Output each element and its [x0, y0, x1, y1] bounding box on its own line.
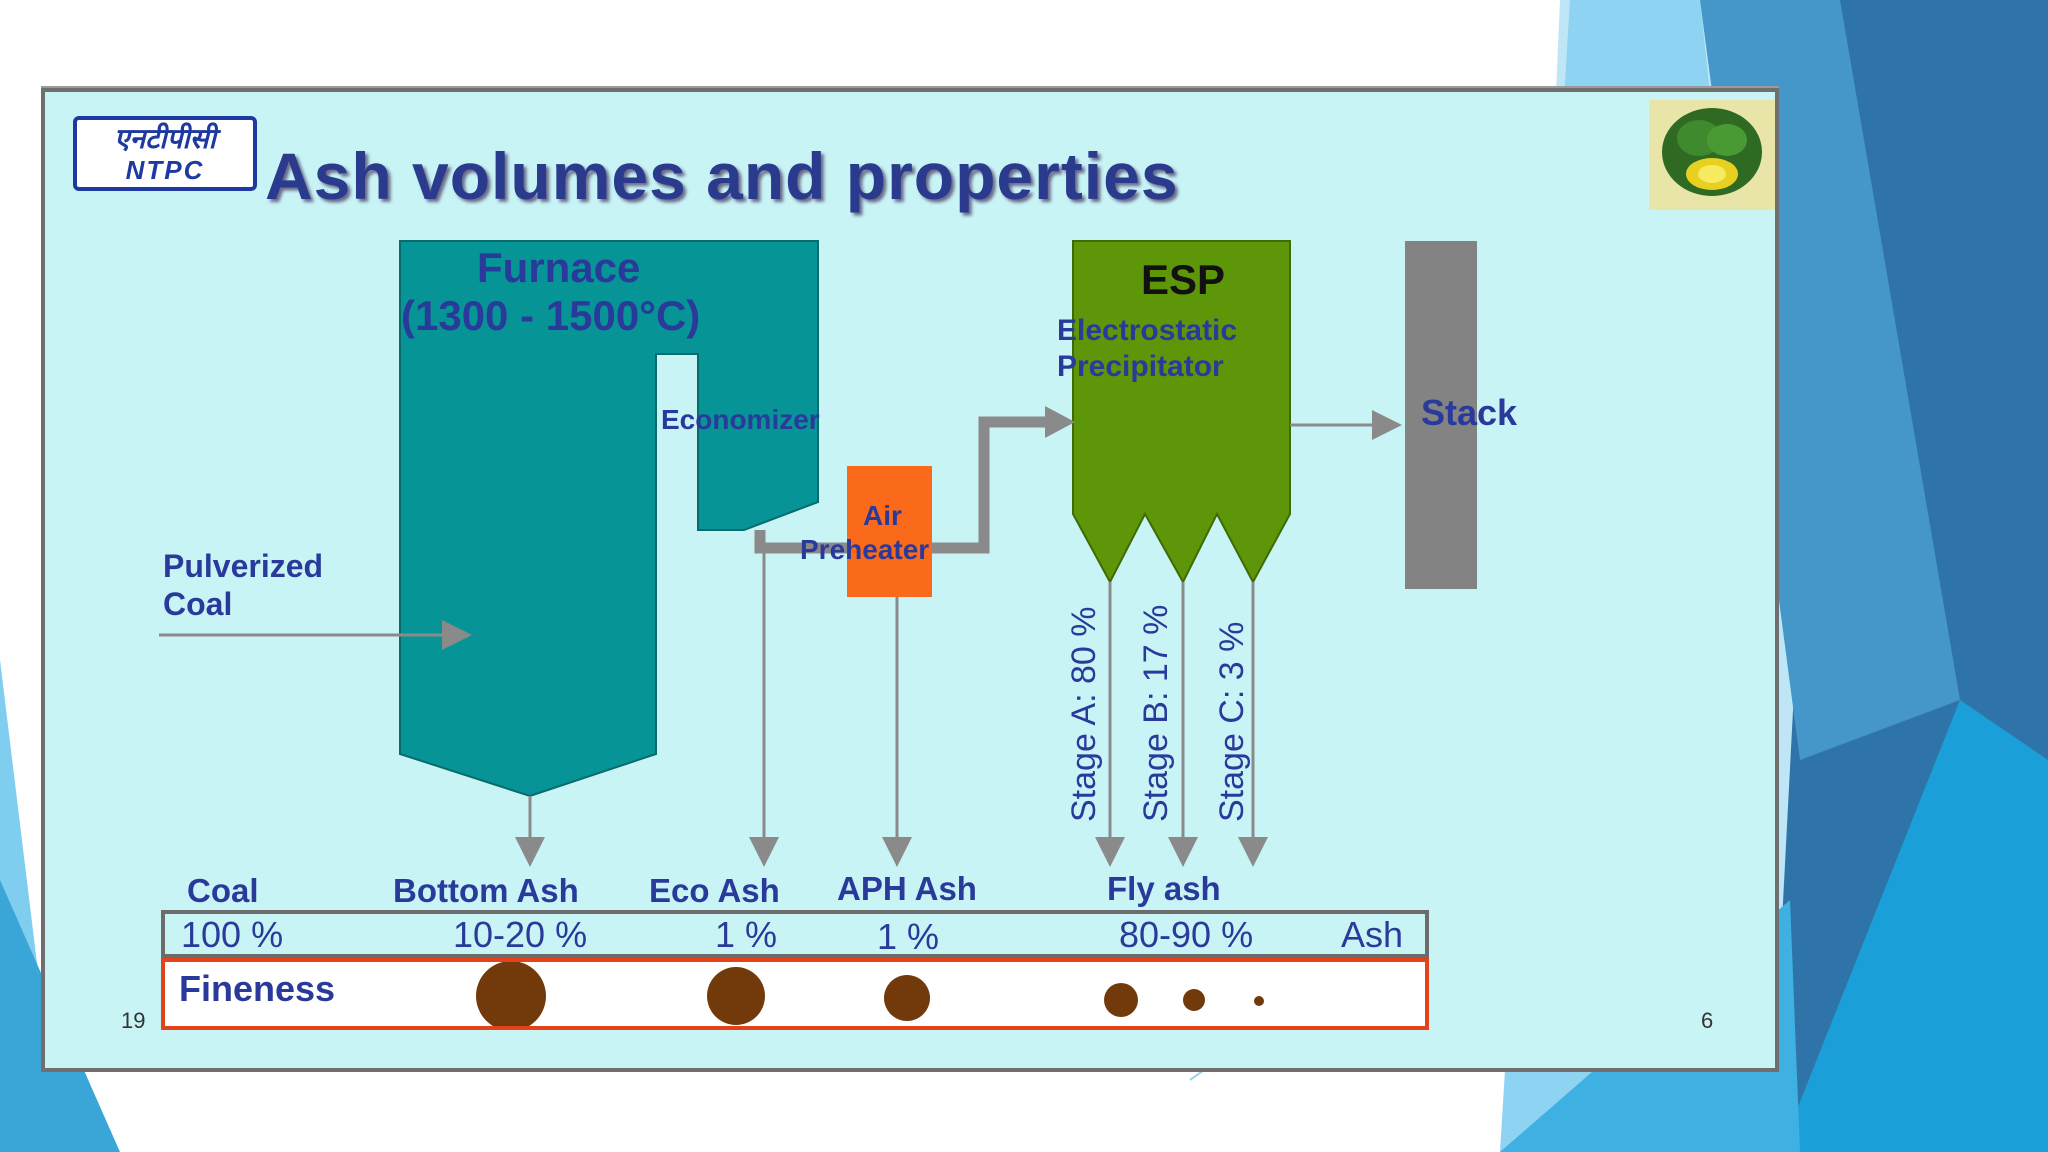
esp-shape — [1072, 240, 1291, 585]
value-eco-ash: 1 % — [715, 914, 778, 955]
stage-c-label: Stage C: 3 % — [1213, 621, 1251, 822]
ash-percent-row: 100 % 10-20 % 1 % 1 % 80-90 % Ash — [161, 910, 1429, 958]
value-aph-ash: 1 % — [877, 916, 940, 957]
air-preheater-shape — [847, 466, 932, 597]
fineness-particles — [476, 962, 1264, 1026]
esp-label: ESP — [1141, 256, 1226, 303]
stack-shape — [1405, 241, 1477, 589]
air-preheater-label-1: Air — [863, 500, 902, 531]
particle-aph-ash — [884, 975, 930, 1021]
slide-title: Ash volumes and properties — [265, 139, 1179, 213]
pulverized-coal-label-2: Coal — [163, 586, 233, 622]
header-coal: Coal — [187, 872, 259, 909]
value-fly-ash: 80-90 % — [1119, 914, 1254, 955]
logo-latin-text: NTPC — [125, 155, 205, 185]
footer-left-number: 19 — [121, 1008, 146, 1033]
ntpc-logo: एनटीपीसी NTPC — [73, 116, 257, 191]
furnace-temperature-label: (1300 - 1500°C) — [401, 292, 701, 339]
header-bottom-ash: Bottom Ash — [393, 872, 579, 909]
furnace-shape — [399, 240, 819, 798]
esp-description-1: Electrostatic — [1057, 314, 1238, 347]
particle-fly-ash-c — [1254, 996, 1264, 1006]
value-coal: 100 % — [181, 914, 284, 955]
flue-arrow-head — [1045, 406, 1075, 438]
logo-hindi-text: एनटीपीसी — [114, 122, 216, 155]
pulverized-coal-label-1: Pulverized — [163, 548, 324, 584]
header-aph-ash: APH Ash — [837, 870, 977, 907]
slide: एनटीपीसी NTPC Ash volumes and properties — [41, 88, 1779, 1072]
tree-emblem-icon — [1649, 100, 1775, 210]
stage-b-label: Stage B: 17 % — [1137, 604, 1175, 822]
header-fly-ash: Fly ash — [1107, 870, 1221, 907]
value-ash-label: Ash — [1341, 914, 1404, 955]
furnace-label: Furnace — [477, 244, 641, 291]
flue-duct-aph-esp — [932, 416, 1053, 554]
page-number: 6 — [1701, 1008, 1714, 1033]
process-diagram — [159, 240, 1477, 867]
economizer-label: Economizer — [661, 404, 820, 435]
air-preheater-label-2: Preheater — [800, 534, 930, 565]
particle-bottom-ash — [476, 962, 546, 1026]
stack-label: Stack — [1421, 392, 1518, 433]
header-eco-ash: Eco Ash — [649, 872, 780, 909]
fineness-label: Fineness — [179, 968, 336, 1009]
stage-a-label: Stage A: 80 % — [1065, 606, 1103, 823]
particle-fly-ash-a — [1104, 983, 1138, 1017]
flue-duct-eco-aph — [754, 530, 847, 554]
esp-description-2: Precipitator — [1057, 350, 1224, 383]
value-bottom-ash: 10-20 % — [453, 914, 588, 955]
particle-fly-ash-b — [1183, 989, 1205, 1011]
particle-eco-ash — [707, 967, 765, 1025]
fineness-row: Fineness — [161, 958, 1429, 1030]
